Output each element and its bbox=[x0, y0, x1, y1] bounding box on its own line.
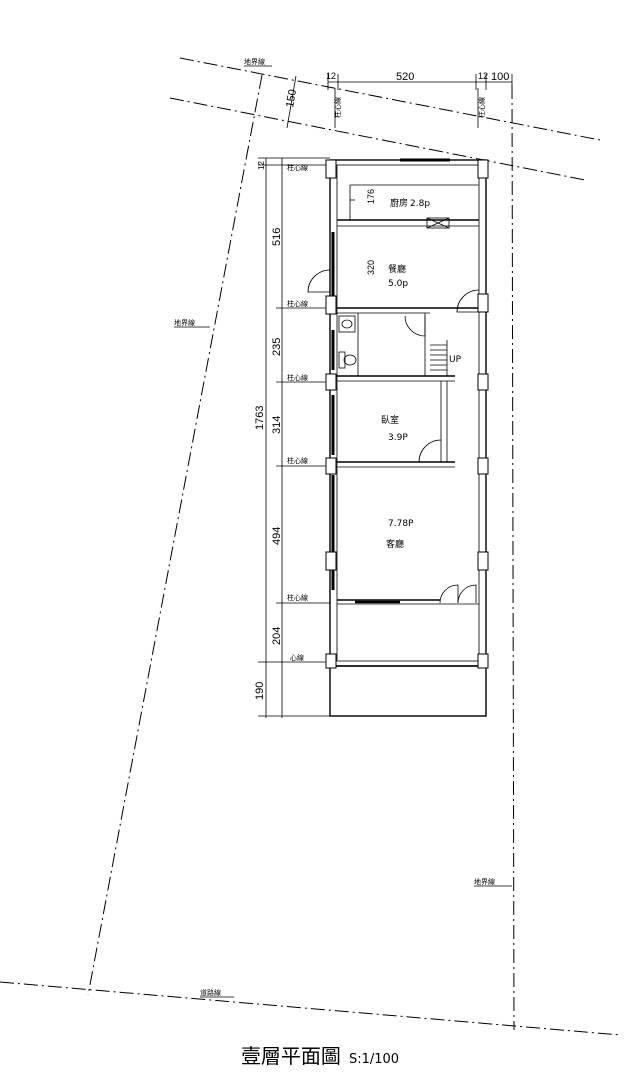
setback-axis-right: 柱心線 bbox=[477, 97, 486, 118]
kitchen-dim-176: 176 bbox=[366, 189, 376, 204]
building-walls bbox=[329, 158, 487, 717]
room-labels: 廚房 2.8p 餐廳 5.0p UP 臥室 3.9P 7.78P 客廳 bbox=[381, 197, 462, 550]
road-line bbox=[0, 981, 621, 1036]
axis-label-5: 柱心線 bbox=[287, 593, 308, 602]
top-dim-12-left: 12 bbox=[326, 71, 336, 81]
left-dim-516: 516 bbox=[271, 228, 283, 246]
living-name: 客廳 bbox=[386, 538, 404, 550]
boundary-labels: 地界線 地界線 地界線 道路線 bbox=[174, 57, 512, 998]
top-dimensions: 12 520 12 100 柱心線 柱心線 150 bbox=[284, 71, 513, 129]
axis-label-3: 柱心線 bbox=[287, 373, 308, 382]
left-dim-12: 12 bbox=[257, 161, 266, 170]
top-dim-12-right: 12 bbox=[478, 71, 488, 81]
doors bbox=[307, 269, 480, 604]
axis-label-1: 柱心線 bbox=[287, 163, 308, 172]
dining-area: 5.0p bbox=[388, 279, 408, 289]
dining-name: 餐廳 bbox=[388, 263, 406, 275]
drawing-title: 壹層平面圖 bbox=[240, 1044, 341, 1068]
top-boundary-label: 地界線 bbox=[244, 57, 265, 66]
dining-dim-320: 320 bbox=[366, 260, 376, 275]
left-dim-235: 235 bbox=[271, 338, 283, 356]
right-boundary-line bbox=[511, 84, 515, 1031]
axis-label-6: 心線 bbox=[290, 653, 304, 662]
top-dim-520: 520 bbox=[396, 71, 414, 83]
drawing-scale: S:1/100 bbox=[348, 1052, 400, 1067]
bathroom-fixtures bbox=[338, 315, 357, 369]
top-dim-100: 100 bbox=[491, 71, 509, 83]
road-label: 道路線 bbox=[200, 988, 221, 997]
living-area: 7.78P bbox=[388, 519, 414, 529]
left-dim-204: 204 bbox=[271, 627, 283, 645]
axis-label-2: 柱心線 bbox=[287, 299, 308, 308]
top-boundary-line bbox=[179, 57, 601, 141]
left-boundary-label: 地界線 bbox=[174, 318, 195, 327]
left-dim-total: 1763 bbox=[254, 406, 266, 430]
boundary-lines bbox=[0, 57, 621, 1036]
left-dim-314: 314 bbox=[271, 416, 283, 434]
top-dim-150: 150 bbox=[284, 88, 299, 108]
bedroom-name: 臥室 bbox=[381, 414, 399, 426]
axis-label-4: 柱心線 bbox=[287, 456, 308, 465]
stair-symbol bbox=[430, 340, 448, 376]
stair-up-label: UP bbox=[449, 355, 462, 365]
kitchen-name: 廚房 bbox=[390, 197, 408, 209]
bedroom-area: 3.9P bbox=[388, 433, 408, 443]
left-dimensions: 12 1763 516 235 314 494 204 190 柱心線 柱心線 … bbox=[254, 157, 330, 718]
structural-columns bbox=[325, 159, 489, 669]
top-setback-line bbox=[169, 97, 586, 181]
right-boundary-label: 地界線 bbox=[474, 877, 495, 886]
left-dim-190: 190 bbox=[254, 682, 266, 700]
kitchen-area: 2.8p bbox=[410, 199, 430, 209]
left-dim-494: 494 bbox=[271, 527, 283, 545]
left-boundary-line bbox=[87, 74, 263, 996]
setback-axis-left: 柱心線 bbox=[333, 97, 342, 118]
drawing-title-block: 壹層平面圖 S:1/100 bbox=[0, 1040, 640, 1069]
